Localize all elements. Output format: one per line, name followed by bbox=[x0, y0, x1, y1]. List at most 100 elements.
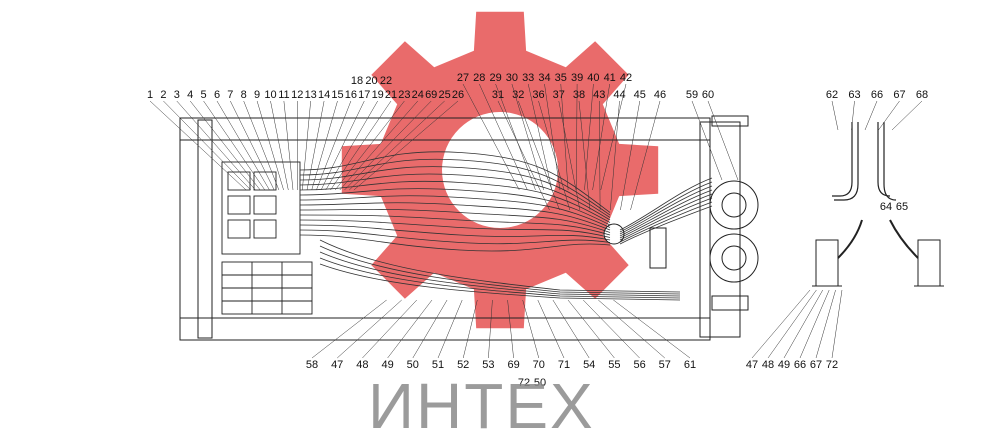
callout-label: 66 bbox=[871, 89, 883, 101]
callout-label: 4 bbox=[187, 89, 193, 101]
hose-line bbox=[319, 263, 681, 301]
leader-line bbox=[216, 100, 270, 191]
callout-label: 64 bbox=[880, 201, 892, 213]
callout-label: 54 bbox=[583, 359, 595, 371]
callout-label: 63 bbox=[848, 89, 860, 101]
callout-label: 59 bbox=[686, 89, 698, 101]
hose-line bbox=[299, 158, 611, 216]
callout-label: 12 bbox=[291, 89, 303, 101]
hose-line bbox=[319, 257, 681, 299]
callout-label: 51 bbox=[432, 359, 444, 371]
callout-label: 18 bbox=[351, 75, 363, 87]
leader-line bbox=[620, 100, 641, 211]
leader-line bbox=[306, 100, 325, 191]
detail-bracket-right bbox=[917, 239, 941, 287]
callout-label: 66 bbox=[794, 359, 806, 371]
callout-label: 53 bbox=[482, 359, 494, 371]
hose-line bbox=[299, 214, 611, 236]
leader-line bbox=[592, 83, 610, 191]
travel-motor-bottom bbox=[709, 233, 759, 283]
leader-line bbox=[600, 83, 627, 191]
hose-line bbox=[619, 181, 713, 233]
leader-line bbox=[163, 100, 251, 191]
leader-line bbox=[751, 289, 811, 359]
swivel-joint bbox=[603, 223, 625, 245]
travel-motors bbox=[603, 180, 759, 283]
detail-view-bottom bbox=[812, 219, 944, 287]
hose-line bbox=[619, 201, 713, 243]
callout-label: 21 bbox=[385, 89, 397, 101]
leader-line bbox=[190, 100, 261, 191]
callout-label: 28 bbox=[473, 72, 485, 84]
hose-line bbox=[619, 197, 713, 241]
hose-line bbox=[299, 195, 611, 228]
leader-line bbox=[243, 100, 280, 191]
leader-line bbox=[576, 83, 578, 191]
callout-label: 46 bbox=[654, 89, 666, 101]
leader-line bbox=[311, 100, 338, 191]
callout-label: 7 bbox=[227, 89, 233, 101]
valve-block-inner bbox=[227, 195, 251, 215]
callout-label: 44 bbox=[613, 89, 625, 101]
leader-line bbox=[316, 100, 352, 191]
leader-line bbox=[203, 100, 266, 191]
leader-line bbox=[527, 83, 553, 191]
leader-line bbox=[344, 100, 432, 191]
detail-pipe-left-2 bbox=[834, 122, 859, 201]
watermark-text: ИНТЕХ bbox=[368, 370, 595, 442]
travel-motor-top bbox=[709, 180, 759, 230]
hose-line bbox=[299, 166, 611, 218]
callout-label: 47 bbox=[746, 359, 758, 371]
callout-label: 14 bbox=[318, 89, 330, 101]
leader-line bbox=[335, 100, 405, 191]
callout-label: 52 bbox=[457, 359, 469, 371]
valve-block-inner bbox=[227, 171, 251, 191]
callout-label: 24 bbox=[412, 89, 424, 101]
callout-label: 6 bbox=[214, 89, 220, 101]
callout-label: 11 bbox=[278, 89, 289, 101]
leader-line bbox=[599, 100, 601, 211]
callout-label: 72 bbox=[518, 377, 530, 389]
callout-label: 20 bbox=[365, 75, 377, 87]
frame-outline bbox=[179, 117, 711, 341]
callout-label: 2 bbox=[160, 89, 166, 101]
callout-label: 1 bbox=[147, 89, 153, 101]
leader-line bbox=[230, 100, 275, 191]
callout-label: 13 bbox=[305, 89, 317, 101]
hose-line bbox=[299, 224, 611, 241]
leader-line bbox=[349, 100, 445, 191]
callout-label: 62 bbox=[826, 89, 838, 101]
leader-line bbox=[479, 83, 528, 191]
leader-line bbox=[851, 100, 855, 131]
callout-label: 48 bbox=[356, 359, 368, 371]
hose-line bbox=[619, 177, 713, 231]
leader-line bbox=[558, 100, 581, 211]
detail-pipe-left bbox=[832, 122, 853, 197]
callout-label: 65 bbox=[896, 201, 908, 213]
callout-label: 9 bbox=[254, 89, 260, 101]
callout-label: 68 bbox=[916, 89, 928, 101]
leader-line bbox=[256, 100, 284, 191]
callout-label: 19 bbox=[372, 89, 384, 101]
callout-label: 43 bbox=[593, 89, 605, 101]
hose-line bbox=[619, 193, 713, 239]
callout-label: 48 bbox=[762, 359, 774, 371]
callout-label: 39 bbox=[571, 72, 583, 84]
leader-line bbox=[613, 299, 691, 359]
hose-line bbox=[299, 188, 611, 226]
detail-bracket-left bbox=[815, 239, 839, 287]
callout-label: 10 bbox=[264, 89, 276, 101]
leader-line bbox=[831, 100, 839, 131]
callout-label: 71 bbox=[558, 359, 570, 371]
hose-line bbox=[299, 208, 611, 233]
callout-label: 41 bbox=[604, 72, 616, 84]
leader-line bbox=[831, 289, 843, 359]
leader-line bbox=[337, 299, 402, 359]
right-manifold bbox=[649, 227, 667, 269]
leader-line bbox=[362, 299, 417, 359]
leader-line bbox=[387, 299, 433, 359]
leader-line bbox=[462, 299, 478, 359]
leader-line bbox=[799, 289, 830, 359]
callout-label: 37 bbox=[553, 89, 565, 101]
